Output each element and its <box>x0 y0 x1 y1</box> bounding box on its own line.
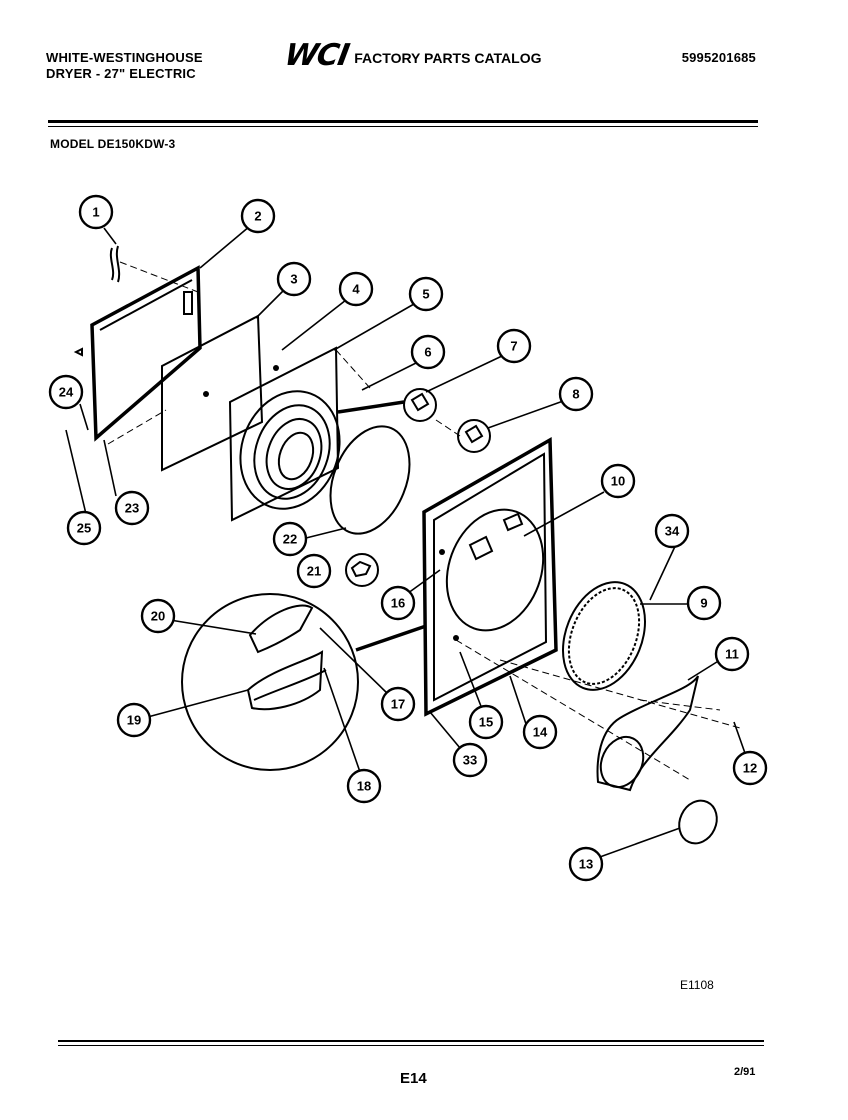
leader-lines <box>65 225 747 863</box>
svg-text:17: 17 <box>391 697 405 712</box>
svg-text:20: 20 <box>151 609 165 624</box>
page-number: E14 <box>400 1070 427 1087</box>
callout-1: 1 <box>78 194 114 230</box>
svg-text:16: 16 <box>391 596 405 611</box>
callout-5: 5 <box>408 276 444 312</box>
svg-text:34: 34 <box>665 524 680 539</box>
front-panel <box>422 437 558 717</box>
callout-34: 34 <box>654 513 690 549</box>
footer-rule-thick <box>58 1040 764 1042</box>
svg-text:23: 23 <box>125 501 139 516</box>
svg-text:18: 18 <box>357 779 371 794</box>
callout-17: 17 <box>380 686 416 722</box>
catalog-heading: WCI FACTORY PARTS CATALOG <box>282 38 542 73</box>
model-number: MODEL DE150KDW-3 <box>50 137 176 151</box>
svg-text:10: 10 <box>611 474 625 489</box>
page-date: 2/91 <box>734 1066 756 1078</box>
svg-text:3: 3 <box>290 272 297 287</box>
svg-text:25: 25 <box>77 521 91 536</box>
svg-text:12: 12 <box>743 761 757 776</box>
callout-11: 11 <box>714 636 750 672</box>
callout-16: 16 <box>380 585 416 621</box>
callout-20: 20 <box>140 598 176 634</box>
callout-15: 15 <box>468 704 504 740</box>
brand-block: WHITE-WESTINGHOUSE DRYER - 27" ELECTRIC <box>46 50 203 82</box>
svg-text:14: 14 <box>533 725 548 740</box>
svg-text:7: 7 <box>510 339 517 354</box>
door-latch <box>345 553 379 587</box>
svg-text:13: 13 <box>579 857 593 872</box>
callout-23: 23 <box>114 490 150 526</box>
callout-3: 3 <box>276 261 312 297</box>
detail-inset <box>181 593 427 771</box>
callout-8: 8 <box>558 376 594 412</box>
svg-text:1: 1 <box>92 205 99 220</box>
callout-7: 7 <box>496 328 532 364</box>
callout-9: 9 <box>686 585 722 621</box>
svg-text:2: 2 <box>254 209 261 224</box>
lint-duct-panel <box>228 346 341 522</box>
bearing-ring <box>678 799 718 845</box>
bearing-bracket <box>596 675 699 792</box>
callout-6: 6 <box>410 334 446 370</box>
gasket-ring <box>329 425 411 535</box>
callout-19: 19 <box>116 702 152 738</box>
callout-12: 12 <box>732 750 768 786</box>
header-rule-thin <box>48 126 758 127</box>
callout-2: 2 <box>240 198 276 234</box>
callout-4: 4 <box>338 271 374 307</box>
svg-text:24: 24 <box>59 385 74 400</box>
svg-text:15: 15 <box>479 715 493 730</box>
svg-text:11: 11 <box>725 647 739 662</box>
catalog-title: FACTORY PARTS CATALOG <box>354 49 542 66</box>
callout-22: 22 <box>272 521 308 557</box>
door-handle <box>109 245 121 283</box>
svg-text:9: 9 <box>700 596 707 611</box>
catalog-number: 5995201685 <box>681 50 756 65</box>
brand-line-1: WHITE-WESTINGHOUSE <box>46 50 203 65</box>
callout-10: 10 <box>600 463 636 499</box>
callout-21: 21 <box>296 553 332 589</box>
callout-33: 33 <box>452 742 488 778</box>
callout-18: 18 <box>346 768 382 804</box>
svg-text:33: 33 <box>463 753 477 768</box>
front-seal-ring <box>561 581 647 691</box>
footer-rule-thin <box>58 1045 764 1046</box>
hinge-parts <box>337 388 491 453</box>
callout-14: 14 <box>522 714 558 750</box>
callout-13: 13 <box>568 846 604 882</box>
brand-line-2: DRYER - 27" ELECTRIC <box>46 66 196 81</box>
svg-text:6: 6 <box>424 345 431 360</box>
svg-text:22: 22 <box>283 532 297 547</box>
inner-panel <box>161 314 264 472</box>
header-rule-thick <box>48 120 758 123</box>
alignment-lines <box>107 261 741 781</box>
callout-24: 24 <box>48 374 84 410</box>
svg-text:8: 8 <box>572 387 579 402</box>
svg-text:21: 21 <box>307 564 321 579</box>
callout-25: 25 <box>66 510 102 546</box>
svg-text:19: 19 <box>127 713 141 728</box>
svg-text:4: 4 <box>352 282 360 297</box>
figure-code: E1108 <box>680 978 714 992</box>
svg-text:5: 5 <box>422 287 429 302</box>
outer-door-panel <box>73 265 202 442</box>
